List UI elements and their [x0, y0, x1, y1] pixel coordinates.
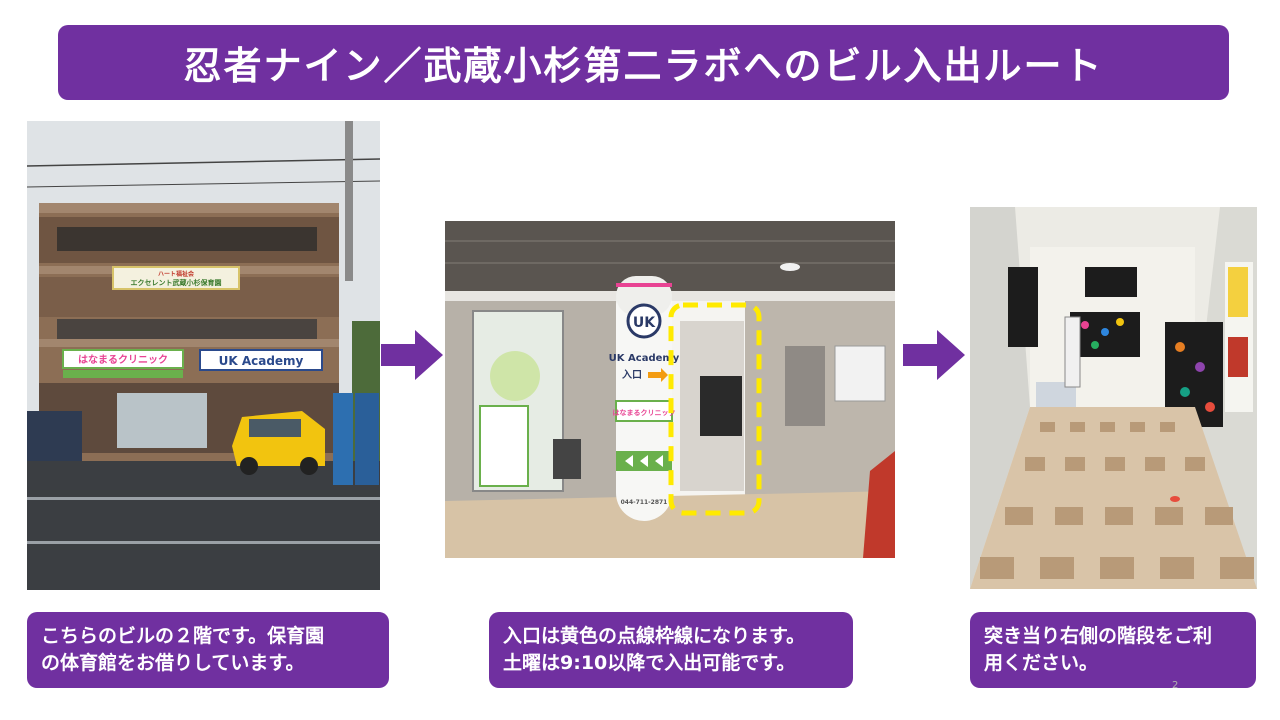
page-number: 2: [1172, 680, 1179, 691]
right-arrow-icon: [381, 330, 443, 380]
uk-academy-sign: UK Academy: [219, 354, 304, 368]
caption-line: の体育館をお借りしています。: [41, 652, 305, 674]
caption-line: 突き当り右側の階段をご利: [984, 625, 1213, 647]
entrance-photo: UK UK Academy 入口 はなまるクリニック 044-711-2871: [445, 221, 895, 558]
caption-line: こちらのビルの２階です。保育園: [41, 625, 325, 647]
title-banner: 忍者ナイン／武蔵小杉第二ラボへのビル入出ルート: [58, 25, 1229, 100]
pillar-entrance-label: 入口: [622, 369, 642, 381]
corridor-photo: [970, 207, 1257, 589]
caption-entrance: 入口は黄色の点線枠線になります。 土曜は9:10以降で入出可能です。: [489, 612, 853, 688]
caption-corridor: 突き当り右側の階段をご利 用ください。: [970, 612, 1256, 688]
pillar-logo: UK: [633, 315, 656, 331]
page-title: 忍者ナイン／武蔵小杉第二ラボへのビル入出ルート: [183, 44, 1104, 88]
right-arrow-icon: [903, 330, 965, 380]
hanamaru-sign: はなまるクリニック: [78, 354, 168, 366]
nursery-sign-line2: エクセレント武蔵小杉保育園: [131, 278, 222, 287]
pillar-phone: 044-711-2871: [621, 499, 668, 506]
pillar-name: UK Academy: [609, 353, 680, 364]
caption-building: こちらのビルの２階です。保育園 の体育館をお借りしています。: [27, 612, 389, 688]
entrance-highlight-frame: [668, 302, 762, 516]
caption-line: 土曜は9:10以降で入出可能です。: [503, 652, 796, 674]
building-exterior-photo: ハート福祉会 エクセレント武蔵小杉保育園 はなまるクリニック UK Academ…: [27, 121, 380, 590]
caption-line: 用ください。: [984, 652, 1099, 674]
nursery-sign-line1: ハート福祉会: [158, 270, 195, 278]
caption-line: 入口は黄色の点線枠線になります。: [503, 625, 806, 647]
pillar-clinic: はなまるクリニック: [613, 408, 676, 417]
